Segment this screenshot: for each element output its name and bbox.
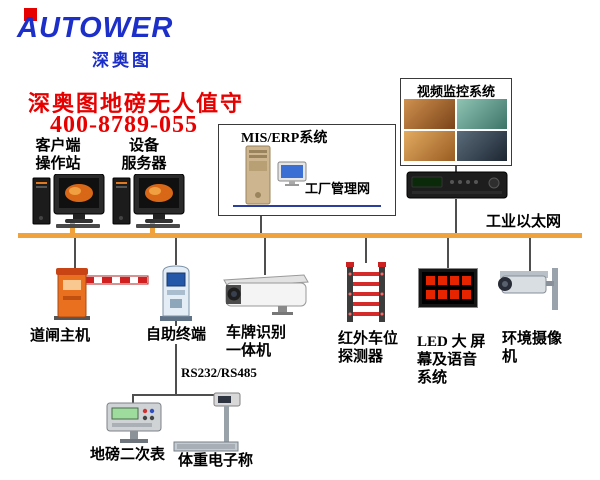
logo-red-square-icon	[24, 8, 37, 21]
wire-video-to-dvr	[455, 166, 457, 173]
brand-name-cn: 深奥图	[92, 51, 152, 70]
wire-mis-to-bus	[260, 216, 262, 234]
barrier-label: 道闸主机	[30, 328, 91, 344]
wire-bus-to-infrared	[365, 237, 367, 263]
kiosk-label: 自助终端	[145, 326, 208, 344]
monitor-icon	[277, 161, 307, 187]
factory-network-label: 工厂管理网	[305, 181, 371, 196]
mis-erp-box: MIS/ERP系统 工厂管理网	[218, 124, 396, 216]
wire-dvr-to-bus	[455, 199, 457, 234]
client-station-computer-icon	[32, 173, 108, 230]
infrared-detector-icon	[342, 262, 390, 324]
server-tower-icon	[245, 145, 271, 205]
infrared-label: 红外车位 探测器	[338, 331, 399, 365]
wire-bus-to-kiosk	[175, 237, 177, 265]
lpr-label: 车牌识别 一体机	[226, 325, 287, 359]
wire-bus-to-camera	[529, 237, 531, 273]
wire-kiosk-serial	[175, 320, 177, 396]
factory-network-line	[233, 205, 381, 207]
led-screen-icon	[418, 268, 478, 308]
dvr-recorder-icon	[406, 171, 508, 199]
wire-bus-to-led	[447, 237, 449, 269]
env-camera-label: 环境摄像 机	[502, 331, 563, 365]
cctv-camera-icon	[496, 266, 564, 314]
platform-scale-icon	[172, 392, 242, 454]
indicator-label: 地磅二次表	[90, 447, 166, 463]
video-system-box: 视频监控系统	[400, 78, 512, 166]
camera-view-2	[456, 99, 507, 129]
scale-label: 体重电子称	[178, 453, 254, 469]
device-server-label: 设备 服务器	[121, 138, 167, 172]
phone-number: 400-8789-055	[50, 112, 198, 138]
client-station-label: 客户端 操作站	[35, 138, 81, 172]
mis-erp-title: MIS/ERP系统	[241, 131, 328, 146]
wire-to-indicator	[132, 394, 134, 404]
device-server-computer-icon	[112, 173, 188, 230]
wire-bus-to-lpr	[264, 237, 266, 275]
wire-bus-to-barrier	[74, 237, 76, 275]
weighing-indicator-icon	[102, 400, 166, 444]
camera-view-1	[404, 99, 455, 129]
wire-serial-branch	[133, 394, 219, 396]
lpr-camera-icon	[220, 272, 312, 316]
barrier-gate-icon	[46, 266, 151, 321]
camera-view-3	[404, 131, 455, 161]
led-label: LED 大 屏 幕及语音 系统	[417, 334, 486, 386]
brand-name: AUTOWER	[17, 12, 174, 44]
ethernet-bus	[18, 233, 582, 238]
page-title: 深奥图地磅无人值守	[28, 91, 245, 116]
video-system-title: 视频监控系统	[416, 84, 495, 99]
kiosk-terminal-icon	[157, 264, 195, 322]
camera-view-4	[456, 131, 507, 161]
camera-snapshots-icon	[404, 99, 507, 161]
ethernet-bus-label: 工业以太网	[486, 214, 562, 230]
serial-bus-label: RS232/RS485	[181, 365, 257, 380]
